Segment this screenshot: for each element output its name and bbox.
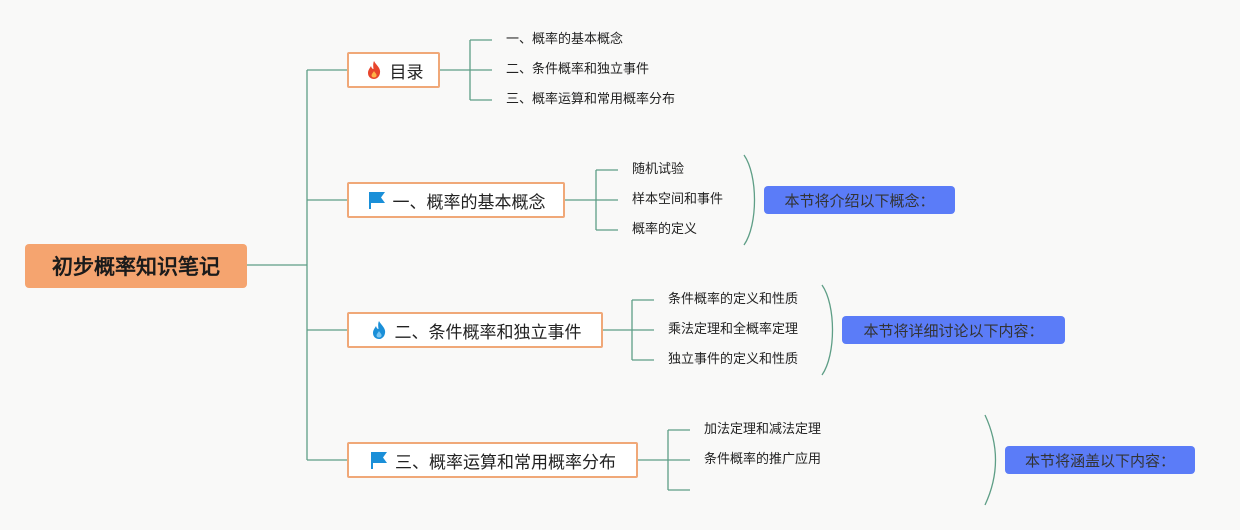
topic-probability-operations[interactable]: 三、概率运算和常用概率分布 bbox=[347, 442, 638, 478]
summary-box[interactable]: 本节将涵盖以下内容： bbox=[1005, 446, 1195, 474]
leaf-item[interactable]: 二、条件概率和独立事件 bbox=[506, 62, 650, 77]
leaf-item[interactable]: 样本空间和事件 bbox=[632, 192, 724, 207]
leaf-item[interactable]: 三、概率运算和常用概率分布 bbox=[506, 92, 676, 107]
summary-box[interactable]: 本节将详细讨论以下内容： bbox=[842, 316, 1065, 344]
leaf-item[interactable]: 乘法定理和全概率定理 bbox=[668, 322, 799, 337]
leaf-item[interactable]: 一、概率的基本概念 bbox=[506, 32, 624, 47]
topic-label: 目录 bbox=[389, 62, 424, 83]
leaf-item[interactable]: 条件概率的定义和性质 bbox=[668, 292, 799, 307]
root-topic[interactable]: 初步概率知识笔记 bbox=[25, 244, 247, 288]
fire-icon bbox=[369, 320, 389, 340]
topic-table-of-contents[interactable]: 目录 bbox=[347, 52, 440, 88]
topic-label: 三、概率运算和常用概率分布 bbox=[395, 452, 616, 473]
topic-basic-concepts[interactable]: 一、概率的基本概念 bbox=[347, 182, 565, 218]
topic-label: 一、概率的基本概念 bbox=[392, 192, 546, 213]
summary-text: 本节将涵盖以下内容： bbox=[1024, 451, 1175, 470]
topic-conditional-probability[interactable]: 二、条件概率和独立事件 bbox=[347, 312, 603, 348]
leaf-item[interactable]: 独立事件的定义和性质 bbox=[668, 352, 799, 367]
leaf-item[interactable]: 加法定理和减法定理 bbox=[704, 422, 822, 437]
leaf-item[interactable]: 随机试验 bbox=[632, 162, 685, 177]
summary-text: 本节将详细讨论以下内容： bbox=[863, 321, 1044, 340]
summary-box[interactable]: 本节将介绍以下概念： bbox=[764, 186, 955, 214]
fire-icon bbox=[364, 60, 384, 80]
summary-text: 本节将介绍以下概念： bbox=[784, 191, 935, 210]
root-title: 初步概率知识笔记 bbox=[52, 255, 220, 279]
flag-icon bbox=[367, 190, 387, 210]
leaf-item[interactable]: 概率的定义 bbox=[632, 222, 698, 237]
topic-label: 二、条件概率和独立事件 bbox=[394, 322, 582, 343]
leaf-item[interactable]: 条件概率的推广应用 bbox=[704, 452, 822, 467]
flag-icon bbox=[369, 450, 389, 470]
